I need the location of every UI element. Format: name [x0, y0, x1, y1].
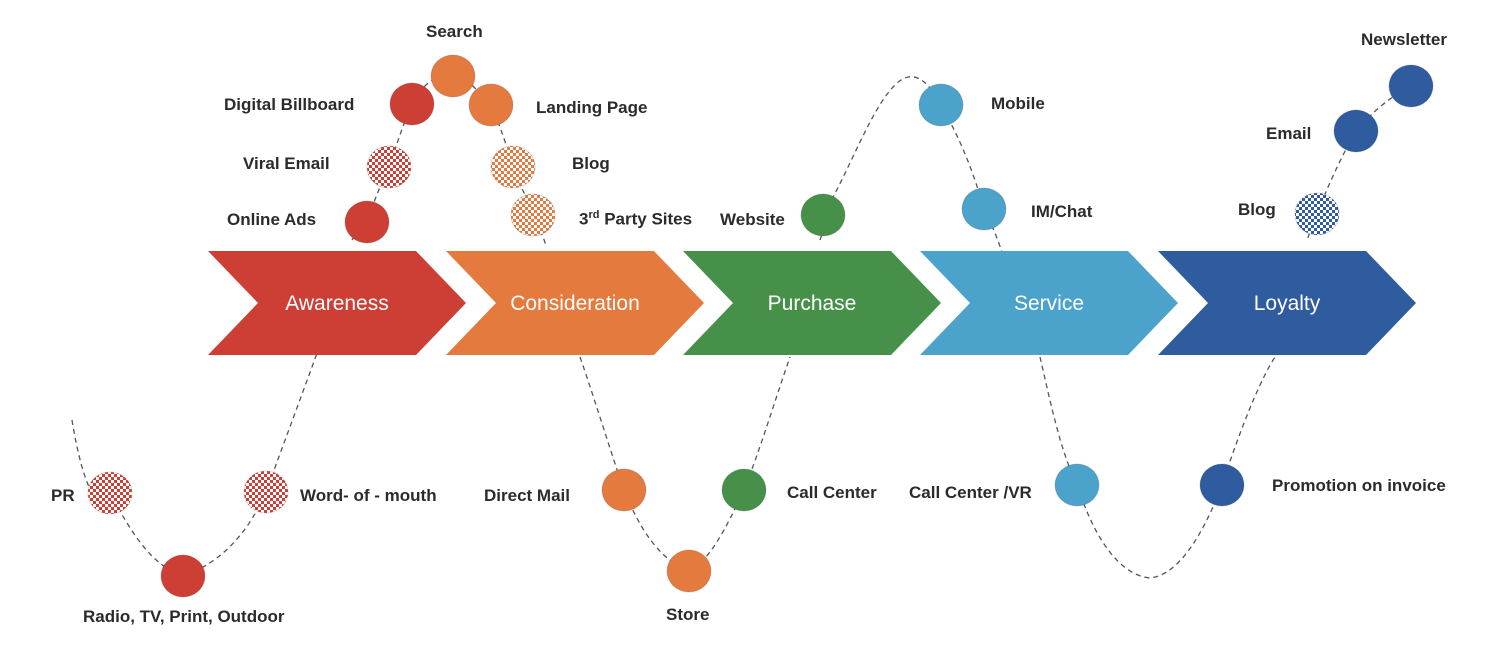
touchpoint-radio-tv-print-outdoor	[160, 554, 206, 598]
touchpoint-word-of-mouth	[243, 470, 289, 514]
stage-label-loyalty: Loyalty	[1254, 292, 1321, 315]
stage-label-consideration: Consideration	[510, 292, 640, 315]
touchpoint-label-mobile: Mobile	[991, 94, 1045, 113]
touchpoint-label-viral-email: Viral Email	[243, 154, 330, 173]
touchpoint-blog-consideration	[490, 145, 536, 189]
touchpoint-email	[1333, 109, 1379, 153]
touchpoint-promotion-on-invoice	[1199, 463, 1245, 507]
touchpoint-im-chat	[961, 187, 1007, 231]
touchpoint-label-email: Email	[1266, 124, 1312, 143]
touchpoint-label-radio-tv-print-outdoor: Radio, TV, Print, Outdoor	[83, 607, 285, 626]
touchpoint-call-center-vr	[1054, 463, 1100, 507]
touchpoint-newsletter	[1388, 64, 1434, 108]
chevron-loyalty	[1158, 251, 1416, 355]
touchpoint-label-call-center-vr: Call Center /VR	[909, 483, 1032, 502]
touchpoint-call-center	[721, 468, 767, 512]
touchpoint-pr	[87, 471, 133, 515]
touchpoint-viral-email	[366, 145, 412, 189]
touchpoint-blog-loyalty	[1294, 192, 1340, 236]
touchpoint-store	[666, 549, 712, 593]
touchpoint-label-website: Website	[720, 210, 785, 229]
touchpoint-website	[800, 193, 846, 237]
touchpoint-online-ads	[344, 200, 390, 244]
touchpoint-mobile	[918, 83, 964, 127]
stage-label-service: Service	[1014, 292, 1084, 315]
touchpoint-label-im-chat: IM/Chat	[1031, 202, 1093, 221]
touchpoint-landing-page	[468, 83, 514, 127]
touchpoint-label-call-center: Call Center	[787, 483, 877, 502]
touchpoint-label-pr: PR	[51, 486, 75, 505]
touchpoint-digital-billboard	[389, 82, 435, 126]
touchpoint-third-party-sites	[510, 193, 556, 237]
touchpoint-label-search: Search	[426, 22, 483, 41]
stage-label-purchase: Purchase	[768, 292, 857, 315]
touchpoint-label-store: Store	[666, 605, 710, 624]
touchpoint-direct-mail	[601, 468, 647, 512]
stage-label-awareness: Awareness	[285, 292, 389, 315]
chevron-purchase	[683, 251, 941, 355]
touchpoint-label-landing-page: Landing Page	[536, 98, 648, 117]
touchpoint-label-third-party-sites: 3rd Party Sites	[579, 209, 693, 229]
touchpoint-label-newsletter: Newsletter	[1361, 30, 1447, 49]
touchpoint-label-direct-mail: Direct Mail	[484, 486, 570, 505]
touchpoint-label-blog-consideration: Blog	[572, 154, 610, 173]
touchpoint-label-blog-loyalty: Blog	[1238, 200, 1276, 219]
chevron-consideration	[446, 251, 704, 355]
chevron-awareness	[208, 251, 466, 355]
touchpoint-label-word-of-mouth: Word- of - mouth	[300, 486, 437, 505]
touchpoint-search	[430, 54, 476, 98]
touchpoint-label-online-ads: Online Ads	[227, 210, 317, 229]
touchpoint-label-digital-billboard: Digital Billboard	[224, 95, 355, 114]
chevron-service	[920, 251, 1178, 355]
touchpoint-label-promotion-on-invoice: Promotion on invoice	[1272, 476, 1446, 495]
